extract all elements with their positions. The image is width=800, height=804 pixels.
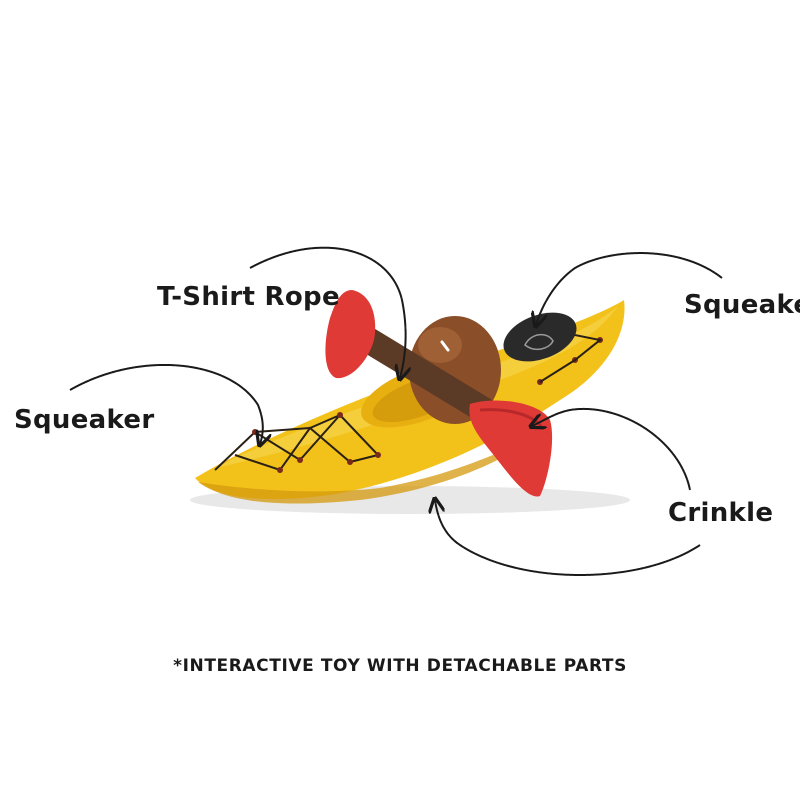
footnote: *INTERACTIVE TOY WITH DETACHABLE PARTS [173, 656, 627, 676]
arrow-crinkle-lower [435, 500, 701, 576]
paddle-blade-right [469, 400, 553, 497]
paddler-tag [440, 340, 450, 352]
kayak-toy [195, 290, 625, 504]
kayak-hatch [503, 312, 577, 362]
label-crinkle: Crinkle [668, 498, 774, 528]
kayak-deck [215, 306, 618, 468]
kayak-hull-shadow [198, 432, 540, 504]
arrow-crinkle-upper [532, 407, 691, 491]
label-squeaker-left: Squeaker [14, 405, 155, 435]
arrow-squeaker-right [536, 252, 723, 325]
callout-arrows [69, 246, 723, 576]
hatch-logo-icon [524, 333, 554, 351]
arrow-squeaker-left [69, 364, 263, 444]
arrow-tshirt-rope [249, 246, 406, 378]
label-squeaker-right: Squeaker [684, 290, 800, 320]
label-tshirt-rope: T-Shirt Rope [157, 282, 340, 312]
paddle-blade-left [325, 290, 376, 379]
